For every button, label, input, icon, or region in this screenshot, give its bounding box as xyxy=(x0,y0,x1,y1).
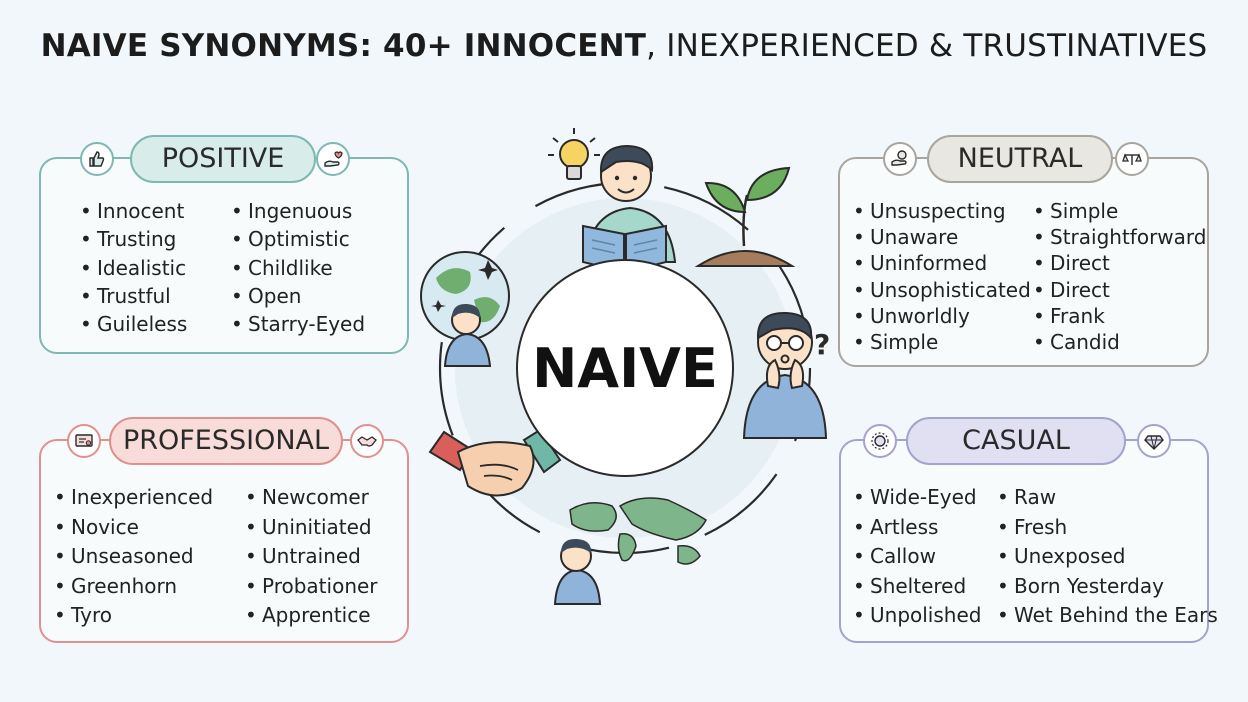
casual-heading: CASUAL xyxy=(906,417,1126,465)
list-item: Untrained xyxy=(245,542,378,572)
sprout-icon xyxy=(694,166,796,267)
list-item: Novice xyxy=(54,513,213,543)
globe-person-icon xyxy=(420,251,510,367)
page-title: NAIVE SYNONYMS: 40+ INNOCENT, INEXPERIEN… xyxy=(0,28,1248,64)
scale-icon xyxy=(1115,142,1149,176)
list-item: Unexposed xyxy=(997,542,1218,572)
title-regular: , INEXPERIENCED & TRUSTINATIVES xyxy=(646,28,1208,64)
light-bulb-icon xyxy=(548,128,600,180)
thumbs-up-icon xyxy=(80,142,114,176)
professional-col-2: Newcomer Uninitiated Untrained Probation… xyxy=(245,483,378,631)
list-item: Wet Behind the Ears xyxy=(997,601,1218,631)
panel-positive-frame: Innocent Trusting Idealistic Trustful Gu… xyxy=(39,157,409,354)
list-item: Open xyxy=(231,282,365,310)
svg-text:?: ? xyxy=(814,328,830,361)
casual-col-1: Wide-Eyed Artless Callow Sheltered Unpol… xyxy=(853,483,981,631)
thinking-person-icon: ? xyxy=(742,311,830,439)
list-item: Callow xyxy=(853,542,981,572)
list-item: Unpolished xyxy=(853,601,981,631)
gem-icon xyxy=(1137,424,1171,458)
list-item: Direct xyxy=(1033,250,1206,276)
list-item: Inexperienced xyxy=(54,483,213,513)
list-item: Trustful xyxy=(80,282,187,310)
sun-badge-icon xyxy=(863,424,897,458)
professional-col-1: Inexperienced Novice Unseasoned Greenhor… xyxy=(54,483,213,631)
list-item: Raw xyxy=(997,483,1218,513)
positive-heading: POSITIVE xyxy=(130,135,316,183)
handshake-icon xyxy=(350,424,384,458)
center-label: NAIVE xyxy=(516,259,734,477)
hand-heart-icon xyxy=(316,142,350,176)
list-item: Probationer xyxy=(245,572,378,602)
casual-col-2: Raw Fresh Unexposed Born Yesterday Wet B… xyxy=(997,483,1218,631)
list-item: Newcomer xyxy=(245,483,378,513)
list-item: Wide-Eyed xyxy=(853,483,981,513)
list-item: Frank xyxy=(1033,303,1206,329)
list-item: Uninitiated xyxy=(245,513,378,543)
list-item: Unsuspecting xyxy=(853,198,1031,224)
list-item: Born Yesterday xyxy=(997,572,1218,602)
list-item: Idealistic xyxy=(80,254,187,282)
positive-col-1: Innocent Trusting Idealistic Trustful Gu… xyxy=(80,197,187,338)
list-item: Apprentice xyxy=(245,601,378,631)
panel-neutral-frame: Unsuspecting Unaware Uninformed Unsophis… xyxy=(838,157,1209,367)
list-item: Unworldly xyxy=(853,303,1031,329)
certificate-icon xyxy=(67,424,101,458)
neutral-col-2: Simple Straightforward Direct Direct Fra… xyxy=(1033,198,1206,355)
list-item: Candid xyxy=(1033,329,1206,355)
list-item: Straightforward xyxy=(1033,224,1206,250)
list-item: Greenhorn xyxy=(54,572,213,602)
hand-coin-icon xyxy=(883,142,917,176)
title-bold: NAIVE SYNONYMS: 40+ INNOCENT xyxy=(40,28,647,64)
list-item: Unseasoned xyxy=(54,542,213,572)
list-item: Optimistic xyxy=(231,225,365,253)
world-map-person-icon xyxy=(553,497,707,605)
list-item: Childlike xyxy=(231,254,365,282)
neutral-col-1: Unsuspecting Unaware Uninformed Unsophis… xyxy=(853,198,1031,355)
list-item: Unsophisticated xyxy=(853,277,1031,303)
list-item: Unaware xyxy=(853,224,1031,250)
list-item: Fresh xyxy=(997,513,1218,543)
list-item: Simple xyxy=(1033,198,1206,224)
panel-professional-frame: Inexperienced Novice Unseasoned Greenhor… xyxy=(39,439,409,643)
list-item: Direct xyxy=(1033,277,1206,303)
list-item: Ingenuous xyxy=(231,197,365,225)
list-item: Simple xyxy=(853,329,1031,355)
list-item: Sheltered xyxy=(853,572,981,602)
neutral-heading: NEUTRAL xyxy=(927,135,1113,183)
list-item: Guileless xyxy=(80,310,187,338)
positive-col-2: Ingenuous Optimistic Childlike Open Star… xyxy=(231,197,365,338)
list-item: Artless xyxy=(853,513,981,543)
list-item: Uninformed xyxy=(853,250,1031,276)
professional-heading: PROFESSIONAL xyxy=(109,417,343,465)
list-item: Trusting xyxy=(80,225,187,253)
handshake-illustration-icon xyxy=(428,428,562,497)
list-item: Tyro xyxy=(54,601,213,631)
list-item: Starry-Eyed xyxy=(231,310,365,338)
panel-casual-frame: Wide-Eyed Artless Callow Sheltered Unpol… xyxy=(839,439,1218,643)
list-item: Innocent xyxy=(80,197,187,225)
